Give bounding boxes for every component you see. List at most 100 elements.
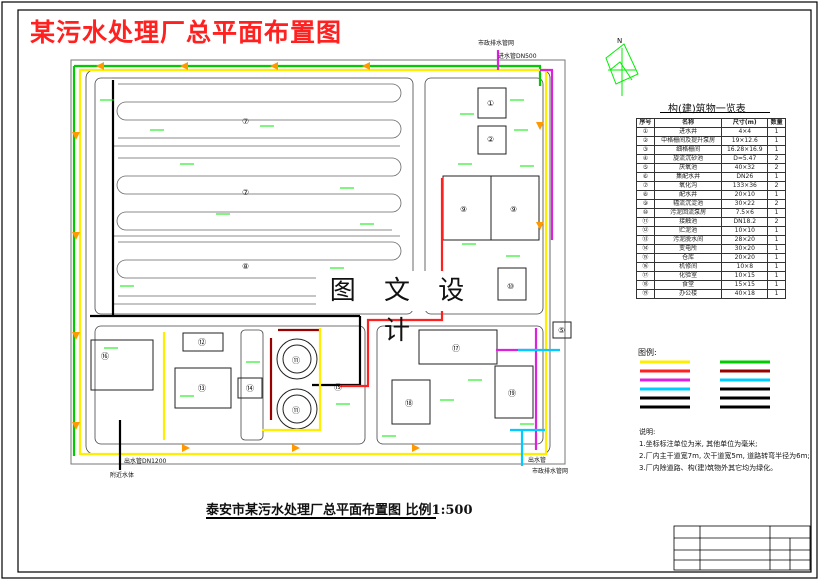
- building-table-cell: 10×15: [721, 271, 769, 281]
- building-table-cell: 10×8: [721, 262, 769, 272]
- north-label: N: [617, 37, 623, 45]
- building-table-caption-line: [660, 112, 770, 113]
- title-block: [673, 525, 811, 571]
- site-boundary: [70, 59, 566, 465]
- unit-10-box: [182, 332, 224, 352]
- maroon-pipe: [269, 328, 320, 420]
- building-table-header-cell: 名称: [653, 118, 723, 128]
- building-table-header-cell: 序号: [636, 118, 655, 128]
- building-table-cell: 旋流沉砂池: [653, 154, 723, 164]
- building-table-cell: 仓库: [653, 253, 723, 263]
- building-table-cell: 20×10: [721, 190, 769, 200]
- building-table-cell: ⑧: [636, 190, 655, 200]
- building-table-cell: ⑰: [636, 271, 655, 281]
- building-table-cell: 辐流沉淀池: [653, 199, 723, 209]
- unit-label-oxidation-3: ⑧: [242, 262, 250, 271]
- building-table-cell: 1: [767, 235, 786, 245]
- unit-label-14: ⑱: [405, 399, 413, 408]
- right-outlet-pipe-label: 出水管: [528, 457, 547, 464]
- green-pipe: [72, 64, 542, 456]
- left-outlet-pipe-label: 出水管DN1200: [124, 458, 167, 465]
- building-table-cell: D=5.47: [721, 154, 769, 164]
- building-table-cell: ⑩: [636, 208, 655, 218]
- unit-16-box: [552, 321, 572, 339]
- unit-label-oxidation-2: ⑦: [242, 188, 250, 197]
- building-table-cell: 1: [767, 271, 786, 281]
- building-table-cell: 19×12.6: [721, 136, 769, 146]
- building-table-cell: 中格栅间及提升泵房: [653, 136, 723, 146]
- building-table-cell: 集配水井: [653, 172, 723, 182]
- building-table-cell: ⑦: [636, 181, 655, 191]
- building-table-cell: 1: [767, 244, 786, 254]
- building-table-cell: 化验室: [653, 271, 723, 281]
- building-table-cell: 40×18: [721, 289, 769, 299]
- building-table-cell: 污泥脱水间: [653, 235, 723, 245]
- unit-label-oxidation-1: ⑦: [242, 117, 250, 126]
- building-table-cell: ⑭: [636, 244, 655, 254]
- building-table-cell: ⑤: [636, 163, 655, 173]
- building-table-cell: 1: [767, 145, 786, 155]
- building-table-cell: 厌氧池: [653, 163, 723, 173]
- building-table-cell: 4×4: [721, 127, 769, 137]
- building-table-cell: ④: [636, 154, 655, 164]
- notes: 说明: 1.坐标标注单位为米, 其他单位为毫米; 2.厂内主干道宽7m, 次干道…: [639, 426, 810, 474]
- unit-14-box: [391, 379, 431, 425]
- building-table-cell: 贮泥池: [653, 226, 723, 236]
- building-table-cell: ②: [636, 136, 655, 146]
- building-table-cell: 30×22: [721, 199, 769, 209]
- building-table-cell: 1: [767, 262, 786, 272]
- unit-11-box: [174, 367, 232, 409]
- building-table-header-cell: 尺寸(m): [721, 118, 769, 128]
- notes-line-1: 1.坐标标注单位为米, 其他单位为毫米;: [639, 440, 758, 448]
- notes-line-2: 2.厂内主干道宽7m, 次干道宽5m, 道路转弯半径为6m;: [639, 452, 810, 460]
- unit-9-box: [90, 339, 154, 391]
- building-outlines: [90, 87, 572, 430]
- unit-label-16: ⑤: [558, 326, 566, 335]
- building-table-cell: 16.28×16.9: [721, 145, 769, 155]
- unit-label-9: ⑯: [101, 352, 109, 361]
- unit-label-11: ⑬: [198, 384, 206, 393]
- drawing-title: 某污水处理厂总平面布置图: [30, 18, 343, 47]
- building-table-cell: 2: [767, 163, 786, 173]
- building-table-cell: 接触池: [653, 217, 723, 227]
- flow-arrows: [72, 62, 544, 452]
- building-table-cell: 20×20: [721, 253, 769, 263]
- building-table-cell: ⑥: [636, 172, 655, 182]
- building-table-cell: 2: [767, 199, 786, 209]
- unit-label-clarifier-2: ⑪: [292, 406, 300, 415]
- building-table-cell: 污泥回流泵房: [653, 208, 723, 218]
- magenta-pipe: [496, 50, 554, 240]
- unit-2-box: [477, 125, 507, 155]
- building-table-cell: 2: [767, 181, 786, 191]
- top-pipe-label: 进水管DN500: [498, 53, 537, 60]
- unit-13-box: [418, 329, 498, 365]
- north-arrow-icon: [608, 48, 636, 96]
- building-table-cell: 1: [767, 226, 786, 236]
- unit-15-box: [494, 365, 534, 419]
- building-table-cell: 2: [767, 154, 786, 164]
- yellow-pipe: [78, 68, 548, 456]
- building-table-cell: 1: [767, 172, 786, 182]
- bottom-title-underline: [206, 517, 436, 519]
- watermark: 图 文 设 计: [316, 271, 488, 346]
- building-table-cell: 1: [767, 289, 786, 299]
- building-table-cell: ①: [636, 127, 655, 137]
- outlet-pipe-right: [510, 428, 545, 466]
- unit-label-13: ⑰: [452, 344, 460, 353]
- building-table-cell: 办公楼: [653, 289, 723, 299]
